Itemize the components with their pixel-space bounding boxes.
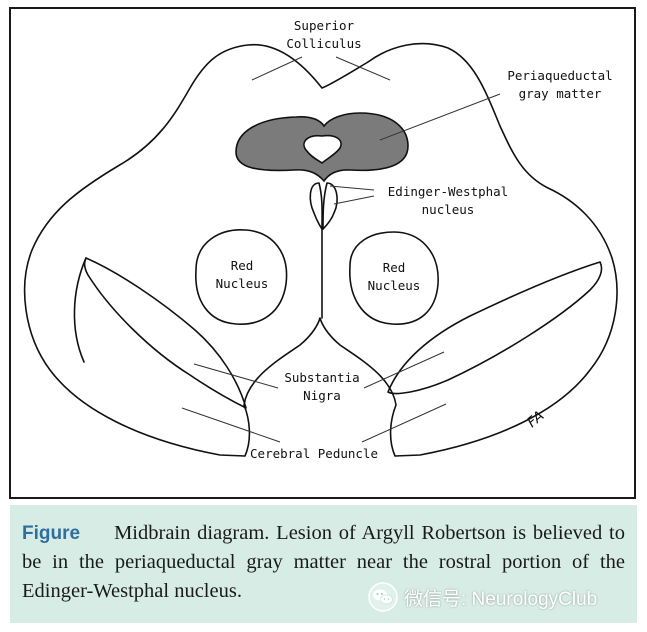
leader-substantia-left bbox=[193, 363, 279, 389]
label-edinger-westphal-line2: nucleus bbox=[422, 202, 475, 217]
watermark-text: 微信号: NeurologyClub bbox=[404, 588, 598, 610]
label-red-nucleus-left-line1: Red bbox=[231, 258, 254, 273]
watermark: 微信号: NeurologyClub bbox=[368, 582, 597, 612]
caption-heading: Figure bbox=[22, 523, 81, 544]
edinger-westphal-right-lobe bbox=[322, 182, 338, 230]
leader-superior-colliculus-left bbox=[251, 56, 303, 81]
label-red-nucleus-right-line2: Nucleus bbox=[368, 278, 421, 293]
cerebral-peduncle-right bbox=[387, 261, 603, 395]
label-superior-colliculus-line1: Superior bbox=[294, 18, 355, 33]
leader-periaqueductal bbox=[379, 93, 501, 141]
red-nucleus-left bbox=[195, 229, 288, 325]
peduncle-left-edge bbox=[73, 257, 87, 363]
leader-substantia-right bbox=[363, 351, 445, 389]
leader-peduncle-left bbox=[181, 407, 281, 443]
red-nucleus-right bbox=[349, 231, 439, 325]
label-periaqueductal-line1: Periaqueductal bbox=[507, 68, 612, 83]
leader-peduncle-right bbox=[361, 403, 447, 443]
wechat-icon bbox=[368, 582, 398, 612]
cerebral-peduncle-left bbox=[83, 257, 247, 409]
label-edinger-westphal-line1: Edinger-Westphal bbox=[388, 184, 508, 199]
label-substantia-nigra-line1: Substantia bbox=[284, 370, 359, 385]
leader-superior-colliculus-right bbox=[335, 56, 391, 81]
label-superior-colliculus-line2: Colliculus bbox=[286, 36, 361, 51]
edinger-westphal-left-lobe bbox=[309, 182, 323, 230]
cerebral-aqueduct bbox=[303, 134, 342, 165]
leader-edinger-upper bbox=[329, 185, 375, 191]
caption-text: Midbrain diagram. Lesion of Argyll Rober… bbox=[22, 522, 625, 602]
midbrain-diagram: Superior Colliculus Periaqueductal gray … bbox=[23, 18, 618, 461]
label-cerebral-peduncle: Cerebral Peduncle bbox=[250, 446, 378, 461]
label-substantia-nigra-line2: Nigra bbox=[303, 388, 341, 403]
leader-edinger-lower bbox=[333, 195, 375, 205]
label-periaqueductal-line2: gray matter bbox=[519, 86, 602, 101]
label-red-nucleus-left-line2: Nucleus bbox=[216, 276, 269, 291]
label-red-nucleus-right-line1: Red bbox=[383, 260, 406, 275]
midbrain-outline bbox=[23, 42, 618, 457]
